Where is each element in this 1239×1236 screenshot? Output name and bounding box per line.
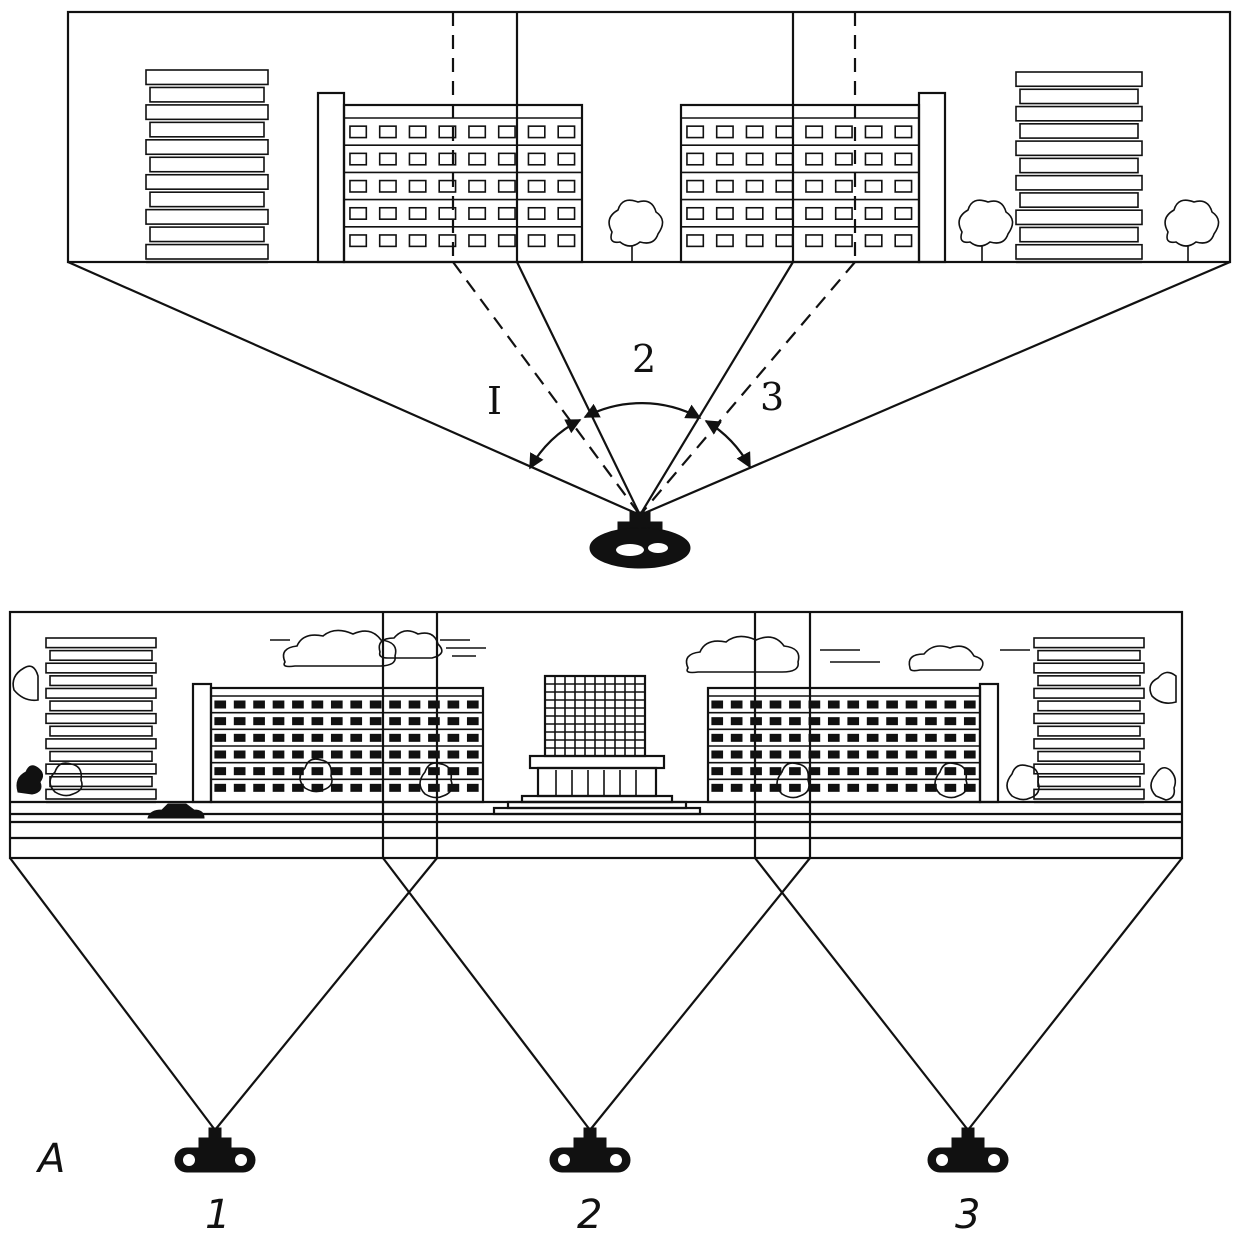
corner-label: A bbox=[35, 1136, 65, 1182]
camera-rays bbox=[9, 857, 1183, 1131]
cloud-icon bbox=[378, 630, 443, 659]
top-building-long-left bbox=[316, 91, 584, 264]
cloud-icon bbox=[908, 645, 984, 672]
central-tower bbox=[492, 674, 702, 816]
camera-icon bbox=[174, 1127, 256, 1173]
sector-label-2: 2 bbox=[632, 337, 656, 381]
tree-icon bbox=[958, 199, 1014, 262]
top-building-long-right bbox=[679, 91, 947, 264]
angle-arc bbox=[529, 401, 751, 470]
tree-icon bbox=[1150, 766, 1177, 801]
cloud-streaks bbox=[270, 639, 1030, 663]
view-rays bbox=[67, 260, 1231, 517]
cloud-icon bbox=[685, 635, 800, 674]
camera-icon bbox=[549, 1127, 631, 1173]
camera-label-1: 1 bbox=[205, 1192, 230, 1236]
sector-label-3: 3 bbox=[760, 375, 784, 419]
tree-icon bbox=[608, 199, 664, 262]
tree-icon bbox=[419, 762, 453, 799]
bottom-panorama: A 1 2 3 bbox=[8, 610, 1184, 1236]
top-building-right bbox=[1015, 71, 1143, 264]
tree-icon bbox=[16, 765, 44, 795]
cloud-icon bbox=[282, 629, 397, 668]
bottom-building-long-left bbox=[191, 682, 485, 804]
bottom-building-long-right bbox=[706, 682, 1000, 804]
camera-label-3: 3 bbox=[955, 1192, 980, 1236]
sector-label-1: I bbox=[487, 379, 502, 423]
bottom-building-right bbox=[1033, 637, 1145, 804]
car-icon bbox=[147, 803, 205, 819]
tree-icon bbox=[1149, 671, 1177, 704]
bottom-frame bbox=[8, 610, 1184, 860]
tree-icon bbox=[12, 665, 39, 702]
tree-icon bbox=[1006, 764, 1040, 801]
top-frame bbox=[66, 10, 1232, 264]
camera-icon bbox=[927, 1127, 1009, 1173]
top-panorama: I 2 3 bbox=[66, 10, 1232, 569]
camera-icon bbox=[589, 511, 691, 569]
tree-icon bbox=[934, 762, 968, 799]
tree-icon bbox=[299, 758, 333, 793]
tree-icon bbox=[49, 762, 83, 797]
bottom-building-left bbox=[45, 637, 157, 804]
camera-label-2: 2 bbox=[577, 1192, 602, 1236]
top-building-left bbox=[145, 69, 269, 264]
tree-icon bbox=[1164, 199, 1220, 262]
tree-icon bbox=[776, 762, 810, 799]
